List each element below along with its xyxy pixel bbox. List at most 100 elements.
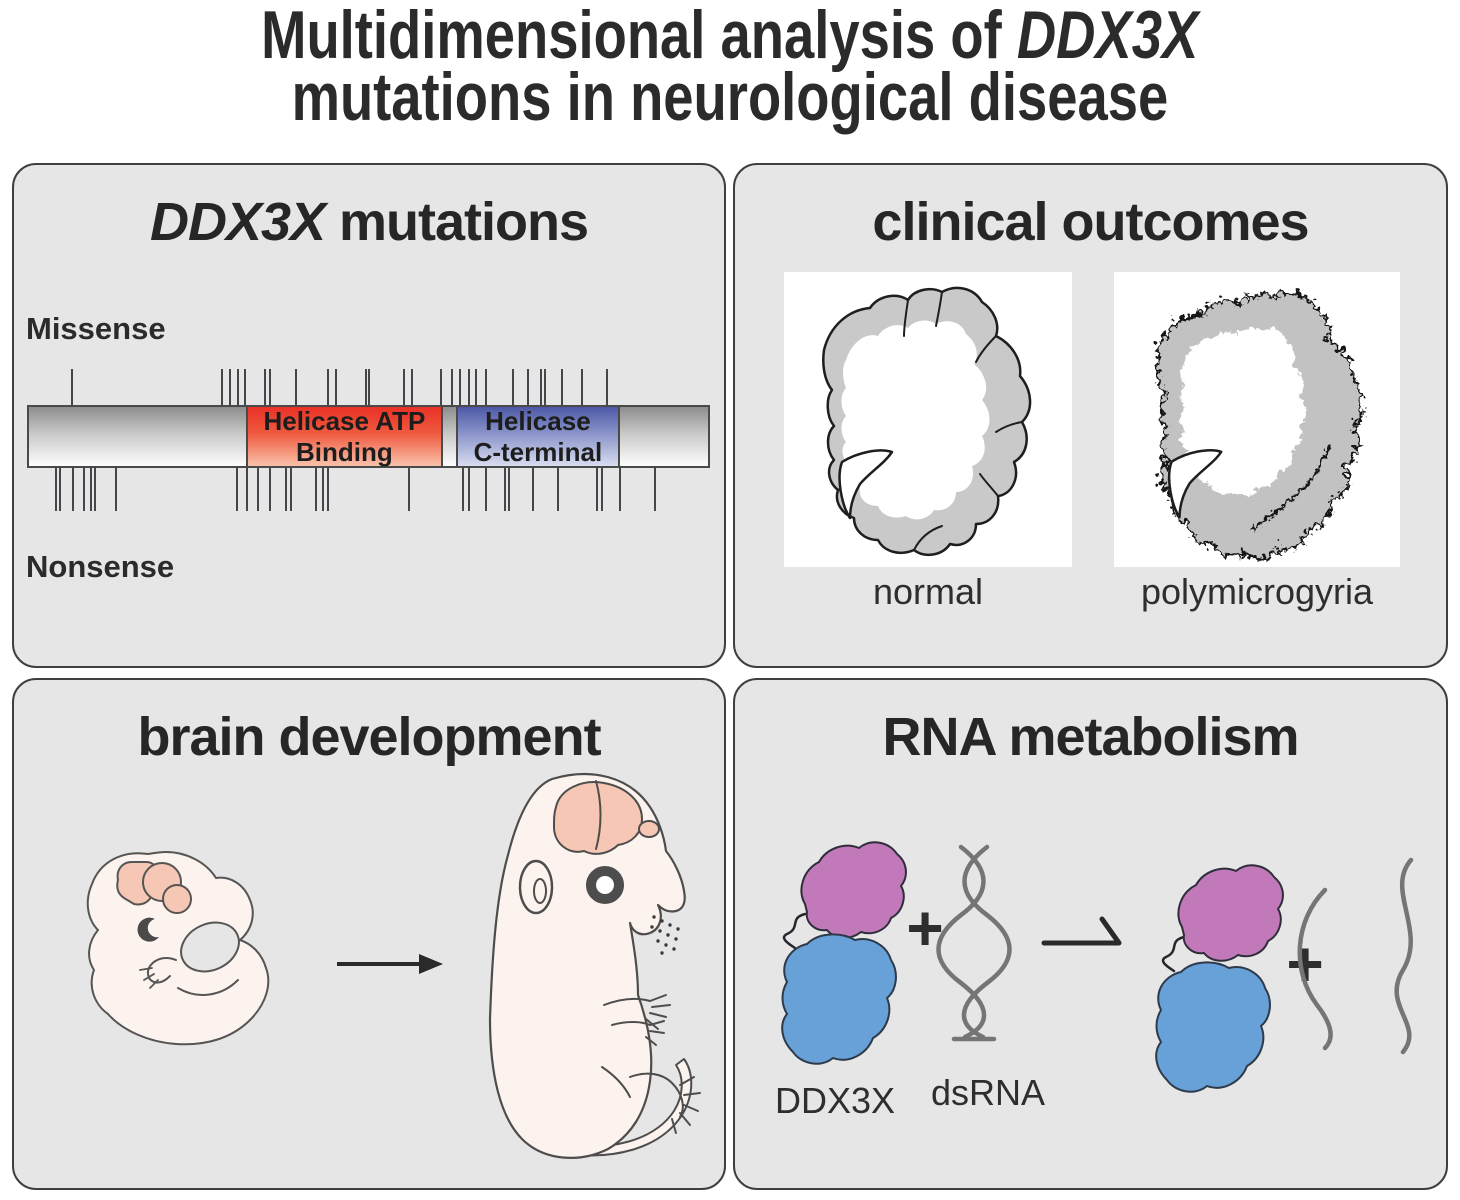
nonsense-tick (327, 466, 330, 511)
ddx3x-protein-closed (781, 841, 907, 1065)
domain-label-line: Binding (296, 436, 393, 467)
plus-sign-2: + (1286, 928, 1323, 1000)
missense-tick (237, 369, 240, 407)
missense-tick (367, 369, 370, 407)
domain-label-line: Helicase (485, 405, 591, 436)
dsrna-label: dsRNA (930, 1072, 1046, 1113)
missense-tick (263, 369, 266, 407)
nonsense-tick (55, 466, 58, 511)
nonsense-tick-row (29, 466, 708, 511)
late-embryo-illustration (488, 772, 701, 1159)
nonsense-tick (289, 466, 292, 511)
whisker-dots (650, 915, 680, 955)
embryo-eye (586, 866, 624, 904)
missense-tick (561, 369, 564, 407)
development-arrow (337, 954, 443, 974)
polymicrogyria-brain-image (1114, 272, 1400, 567)
embryo-body (488, 772, 686, 1159)
embryo-brain (553, 780, 660, 855)
embryo-limb-bud (139, 957, 177, 989)
nonsense-tick (236, 466, 239, 511)
missense-tick (410, 369, 413, 407)
ddx3x-domain-blue (781, 933, 897, 1065)
nonsense-tick (407, 466, 410, 511)
missense-tick (229, 369, 232, 407)
panel-brain-development: brain development (12, 678, 726, 1190)
nonsense-tick (58, 466, 61, 511)
nonsense-tick (72, 466, 75, 511)
panel-rna-metabolism: RNA metabolism + (733, 678, 1448, 1190)
nonsense-tick (556, 466, 559, 511)
polymicrogyria-brain-illustration (1151, 287, 1360, 556)
missense-tick (540, 369, 543, 407)
ventricle (838, 449, 894, 520)
missense-tick (450, 369, 453, 407)
nonsense-tick (484, 466, 487, 511)
missense-tick (440, 369, 443, 407)
nonsense-tick (504, 466, 507, 511)
nonsense-tick (114, 466, 117, 511)
missense-tick (484, 369, 487, 407)
nonsense-tick (321, 466, 324, 511)
missense-tick (468, 369, 471, 407)
missense-tick (458, 369, 461, 407)
embryo-tail (561, 1058, 693, 1157)
missense-tick (335, 369, 338, 407)
nonsense-tick (314, 466, 317, 511)
mutations-heading: DDX3X mutations (14, 191, 724, 253)
nonsense-tick (595, 466, 598, 511)
nonsense-tick (83, 466, 86, 511)
missense-tick (268, 369, 271, 407)
missense-tick (544, 369, 547, 407)
polymicrogyria-label: polymicrogyria (1140, 571, 1374, 612)
title-line-1: Multidimensional analysis of DDX3X (0, 1, 1460, 69)
missense-tick (606, 369, 609, 407)
nonsense-tick (245, 466, 248, 511)
title-line-2: mutations in neurological disease (0, 59, 1460, 135)
missense-tick (365, 369, 368, 407)
normal-label: normal (872, 571, 984, 612)
nonsense-tick (462, 466, 465, 511)
panel-ddx3x-mutations: DDX3X mutations Missense Nonsense Helica… (12, 163, 726, 668)
dsrna-helix (936, 844, 1012, 1042)
missense-tick (581, 369, 584, 407)
mutations-heading-gene: DDX3X (149, 192, 326, 252)
nonsense-tick (90, 466, 93, 511)
missense-tick (221, 369, 224, 407)
rna-unwinding-illustration: + + (781, 841, 1414, 1093)
nonsense-label: Nonsense (26, 549, 175, 584)
missense-tick (295, 369, 298, 407)
nonsense-tick (284, 466, 287, 511)
domain-label-line: C-terminal (473, 436, 603, 467)
ddx3x-domain-purple (800, 841, 907, 939)
missense-tick (403, 369, 406, 407)
poly-sulcus-crack (1249, 442, 1329, 529)
title-line1-regular: Multidimensional analysis of (261, 0, 1018, 73)
panel-clinical-outcomes: clinical outcomes (733, 163, 1448, 668)
embryo-ear (137, 917, 159, 942)
normal-brain-image (784, 272, 1072, 567)
ddx3x-protein-open (1155, 864, 1284, 1093)
missense-tick (475, 369, 478, 407)
unwound-rna-strands (1297, 857, 1414, 1055)
development-heading: brain development (137, 707, 601, 767)
missense-label: Missense (26, 311, 166, 346)
nonsense-tick (653, 466, 656, 511)
clinical-heading: clinical outcomes (872, 192, 1309, 252)
missense-tick (243, 369, 246, 407)
ventricle (1167, 449, 1223, 519)
nonsense-tick (468, 466, 471, 511)
title-line2-text: mutations in neurological disease (291, 59, 1169, 135)
front-paws (603, 994, 671, 1046)
missense-tick (526, 369, 529, 407)
body-curl-opening (180, 921, 240, 973)
ddx3x-label: DDX3X (775, 1080, 896, 1121)
embryo-brain (116, 861, 192, 914)
nonsense-tick (93, 466, 96, 511)
nonsense-tick (507, 466, 510, 511)
nonsense-tick (257, 466, 260, 511)
rna-heading: RNA metabolism (882, 707, 1299, 767)
